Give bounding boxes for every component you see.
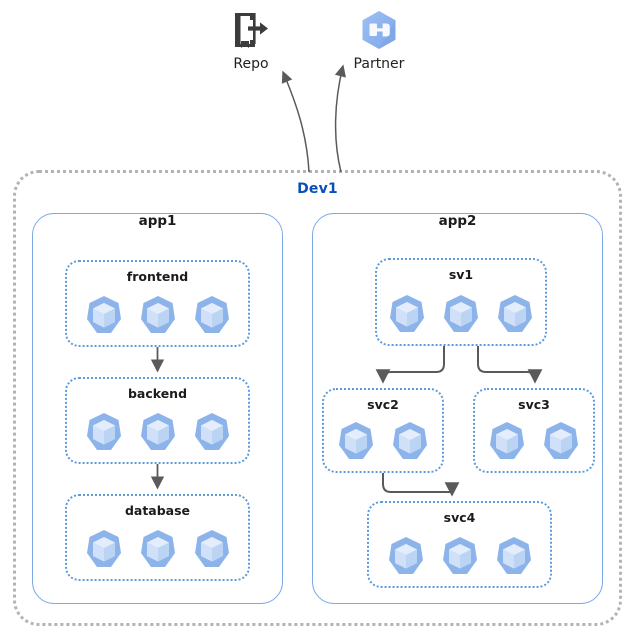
service-svc4[interactable]: svc4 [367,501,552,588]
pod-icon[interactable] [192,411,232,453]
edge-dev1-to-partner [334,64,346,173]
namespace-dev1-label: Dev1 [297,181,338,197]
service-svc3-label: svc3 [518,397,550,412]
edge-dev1-to-repo [281,70,310,173]
external-node-repo-label: Repo [233,56,269,72]
external-node-partner-label: Partner [353,56,405,72]
external-node-repo[interactable]: Repo [206,8,296,72]
service-sv1[interactable]: sv1 [375,258,547,346]
pod-icon[interactable] [390,420,430,462]
service-svc4-label: svc4 [443,510,476,525]
application-app2-label: app2 [438,213,477,229]
pod-icon[interactable] [495,293,535,335]
service-svc2-label: svc2 [367,397,399,412]
service-svc3-pods [475,420,593,462]
service-database-pods [67,528,248,570]
service-svc3[interactable]: svc3 [473,388,595,473]
service-frontend-label: frontend [126,269,189,284]
partner-hexagon-icon [357,8,401,52]
application-app1-label: app1 [138,213,177,229]
service-database[interactable]: database [65,494,250,581]
service-database-label: database [124,503,191,518]
pod-icon[interactable] [138,294,178,336]
pod-icon[interactable] [541,420,581,462]
pod-icon[interactable] [386,535,426,577]
external-node-partner[interactable]: Partner [334,8,424,72]
pod-icon[interactable] [487,420,527,462]
service-backend-pods [67,411,248,453]
service-frontend-pods [67,294,248,336]
pod-icon[interactable] [494,535,534,577]
service-frontend[interactable]: frontend [65,260,250,347]
pod-icon[interactable] [440,535,480,577]
pod-icon[interactable] [84,411,124,453]
pod-icon[interactable] [84,528,124,570]
repo-icon [229,8,273,52]
service-svc2[interactable]: svc2 [322,388,444,473]
pod-icon[interactable] [84,294,124,336]
service-backend[interactable]: backend [65,377,250,464]
service-svc2-pods [324,420,442,462]
pod-icon[interactable] [192,294,232,336]
service-backend-label: backend [127,386,188,401]
pod-icon[interactable] [387,293,427,335]
namespace-dev1[interactable] [13,170,622,626]
pod-icon[interactable] [138,411,178,453]
pod-icon[interactable] [441,293,481,335]
pod-icon[interactable] [138,528,178,570]
pod-icon[interactable] [192,528,232,570]
pod-icon[interactable] [336,420,376,462]
service-sv1-pods [377,293,545,335]
service-sv1-label: sv1 [448,267,474,282]
service-svc4-pods [369,535,550,577]
